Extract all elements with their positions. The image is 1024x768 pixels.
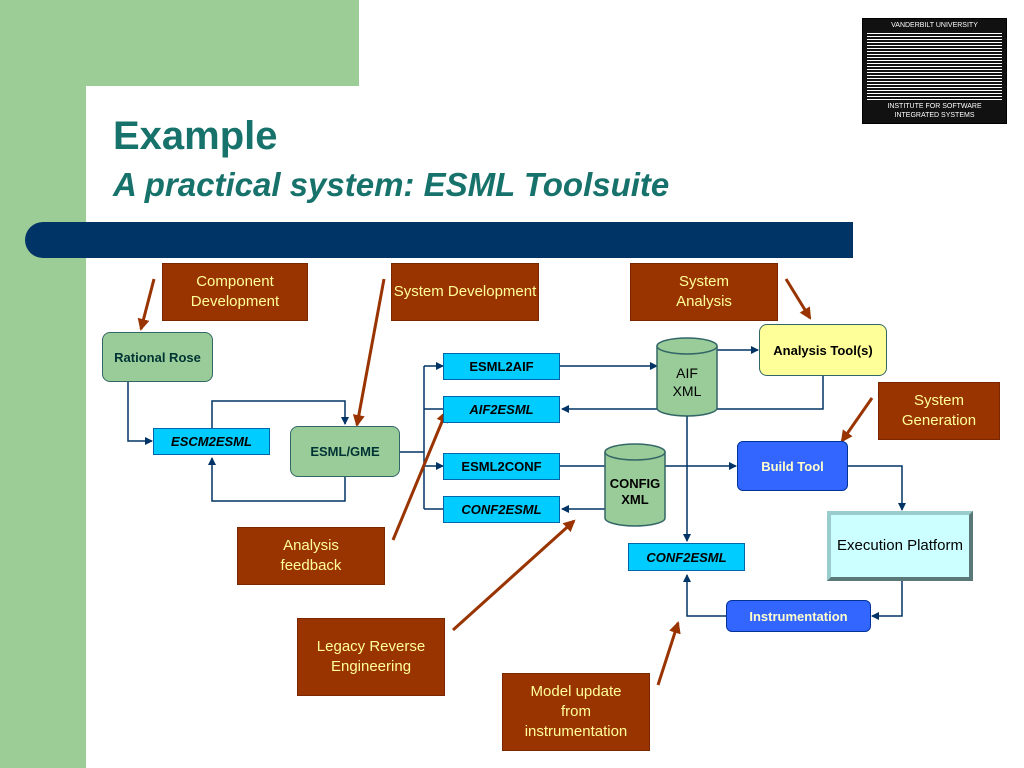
config-xml-cylinder [604, 443, 666, 527]
title-band [25, 222, 853, 258]
connector-rose-to-escm2esml [127, 382, 153, 445]
slide-subtitle: A practical system: ESML Toolsuite [113, 166, 670, 203]
arrow-analysis-feedback [391, 410, 448, 541]
arrow-system-development [352, 278, 386, 427]
config-xml-line1: CONFIG [609, 476, 661, 491]
esml2conf-node[interactable]: ESML2CONF [443, 453, 560, 480]
aif-xml-line1: AIF [676, 365, 698, 381]
arrow-system-generation [840, 397, 874, 443]
background-green-left [0, 0, 86, 768]
aif-xml-cylinder [656, 337, 718, 417]
conf2esml-left-node[interactable]: CONF2ESML [443, 496, 560, 523]
slide-canvas [86, 86, 1024, 768]
logo-artwork [867, 32, 1002, 100]
esml-gme-node[interactable]: ESML/GME [290, 426, 400, 477]
escm2esml-node[interactable]: ESCM2ESML [153, 428, 270, 455]
label-system-analysis: System Analysis [630, 263, 778, 321]
logo-top-text: VANDERBILT UNIVERSITY [891, 22, 978, 29]
esml2aif-node[interactable]: ESML2AIF [443, 353, 560, 380]
connector-gme-to-escm2esml-loop [208, 457, 346, 502]
instrumentation-node[interactable]: Instrumentation [726, 600, 871, 632]
build-tool-node[interactable]: Build Tool [737, 441, 848, 491]
conf2esml-right-node[interactable]: CONF2ESML [628, 543, 745, 571]
aif2esml-node[interactable]: AIF2ESML [443, 396, 560, 423]
arrow-component-development [137, 278, 156, 331]
label-component-development: Component Development [162, 263, 308, 321]
execution-platform-node[interactable]: Execution Platform [827, 511, 973, 581]
rational-rose-node[interactable]: Rational Rose [102, 332, 213, 382]
logo-bottom-line1: INSTITUTE FOR SOFTWARE [887, 103, 982, 110]
aif-xml-line2: XML [672, 383, 702, 399]
label-legacy-reverse-engineering: Legacy Reverse Engineering [297, 618, 445, 696]
config-xml-label: CONFIG XML [599, 476, 671, 508]
connector-instrumentation-to-conf2esml [683, 574, 726, 617]
arrow-system-analysis [784, 278, 812, 320]
aif-xml-label: AIF XML [657, 364, 717, 400]
background-green-top [0, 0, 359, 86]
label-system-development: System Development [391, 263, 539, 321]
logo-bottom-line2: INTEGRATED SYSTEMS [894, 112, 975, 119]
arrow-legacy-reverse [451, 519, 576, 632]
analysis-tools-node[interactable]: Analysis Tool(s) [759, 324, 887, 376]
logo-bottom-text: INSTITUTE FOR SOFTWARE INTEGRATED SYSTEM… [863, 102, 1006, 120]
label-system-generation: System Generation [878, 382, 1000, 440]
slide-title: Example [113, 114, 278, 158]
connector-escm2esml-to-gme [211, 400, 349, 430]
connector-buildtool-to-exec [848, 465, 906, 511]
vanderbilt-isis-logo: VANDERBILT UNIVERSITY INSTITUTE FOR SOFT… [862, 18, 1007, 124]
config-xml-line2: XML [621, 492, 649, 507]
label-model-update: Model update from instrumentation [502, 673, 650, 751]
arrow-model-update [656, 621, 681, 686]
connector-analysis-to-aif2esml [561, 376, 824, 413]
connector-exec-to-instrumentation [871, 580, 903, 620]
label-analysis-feedback: Analysis feedback [237, 527, 385, 585]
